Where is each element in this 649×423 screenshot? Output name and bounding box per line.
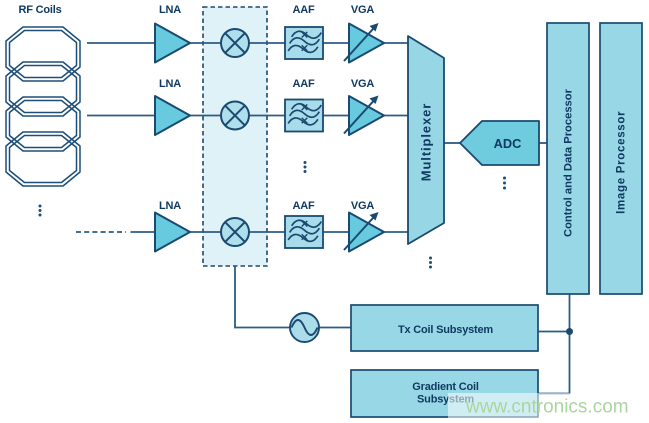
svg-text:Multiplexer: Multiplexer — [419, 103, 434, 182]
svg-text:AAF: AAF — [292, 78, 314, 90]
svg-text:RF Coils: RF Coils — [18, 4, 61, 16]
svg-text:AAF: AAF — [292, 4, 314, 16]
svg-text:Tx Coil Subsystem: Tx Coil Subsystem — [398, 324, 493, 336]
svg-text:LNA: LNA — [159, 78, 181, 90]
svg-text:Gradient Coil: Gradient Coil — [412, 381, 479, 393]
svg-text:ADC: ADC — [494, 136, 522, 151]
svg-text:Control and Data Processor: Control and Data Processor — [563, 88, 575, 237]
svg-text:AAF: AAF — [292, 200, 314, 212]
svg-text:VGA: VGA — [351, 4, 374, 16]
svg-text:LNA: LNA — [159, 4, 181, 16]
svg-text:www.cntronics.com: www.cntronics.com — [465, 397, 629, 418]
svg-text:VGA: VGA — [351, 200, 374, 212]
svg-text:LNA: LNA — [159, 200, 181, 212]
svg-text:Image Processor: Image Processor — [616, 111, 628, 214]
svg-text:VGA: VGA — [351, 78, 374, 90]
